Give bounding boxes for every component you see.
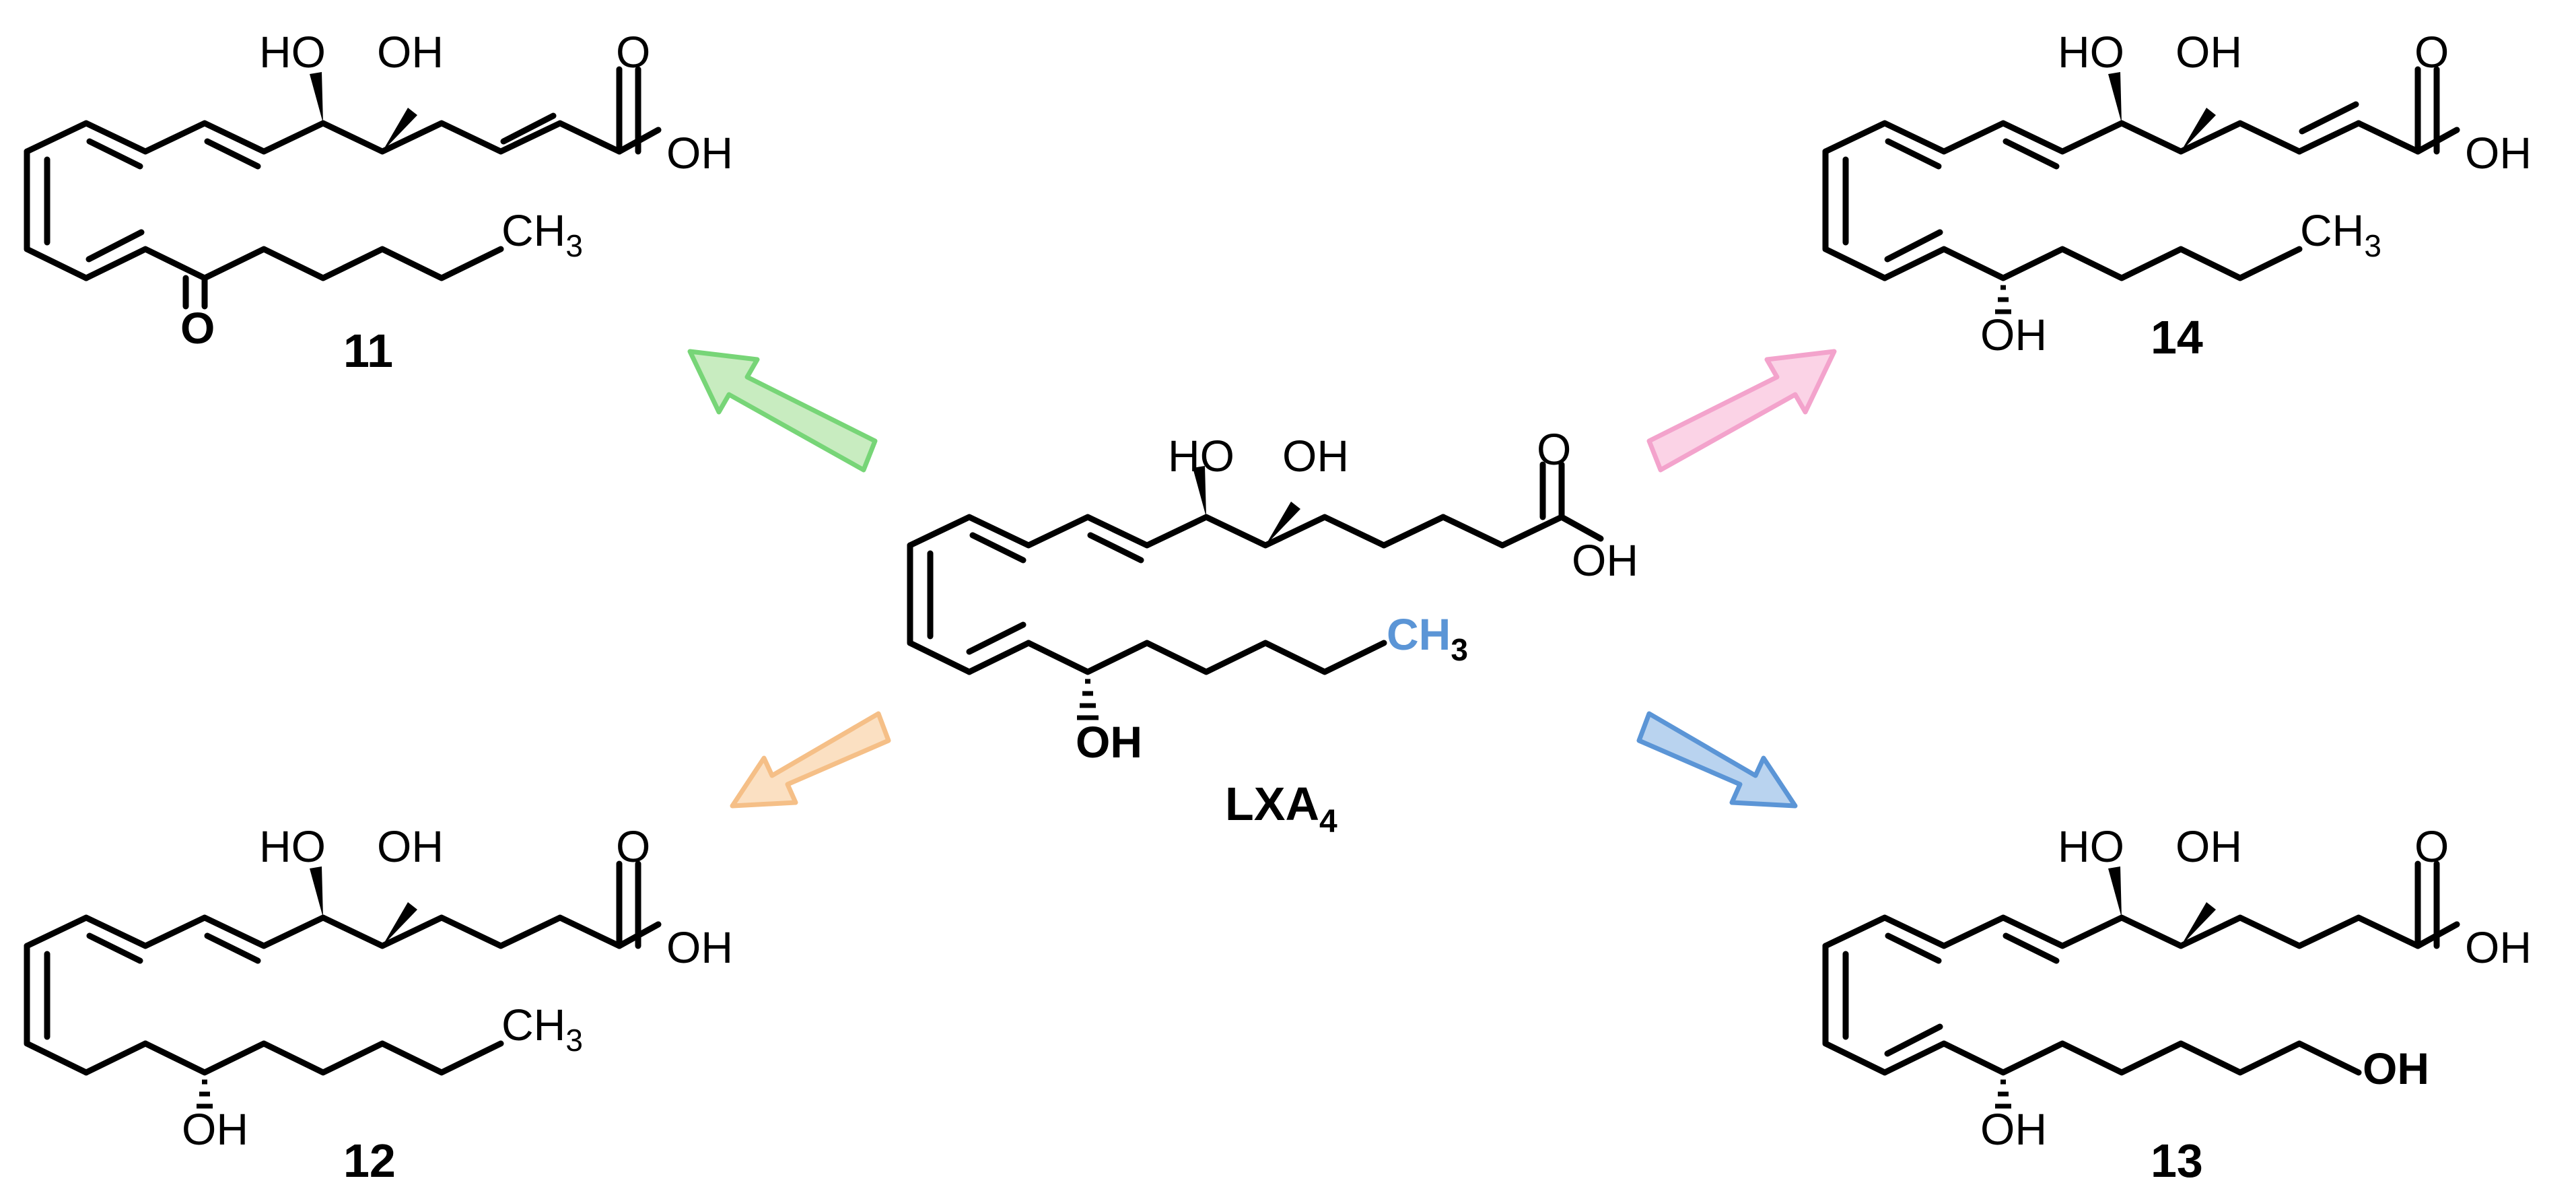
carbonyl-oxygen-label: O	[2414, 27, 2449, 77]
terminal-hydroxyl-label: OH	[2363, 1044, 2429, 1093]
hydroxyl-label: OH	[1980, 1104, 2047, 1154]
molecule-12: HO OH O OH OH CH3 12	[24, 821, 733, 1187]
methyl-label: CH3	[2300, 205, 2381, 263]
methyl-label: CH3	[1387, 609, 1468, 667]
hydroxyl-label: OH	[377, 27, 444, 77]
arrow-to-13-shape	[1636, 711, 1798, 809]
wedge-bond	[1193, 466, 1206, 517]
wedge-bond	[2181, 902, 2216, 946]
compound-label: 13	[2151, 1134, 2203, 1187]
carbonyl-oxygen-label: O	[1537, 424, 1571, 474]
arrow-to-14	[1646, 349, 1837, 473]
wedge-bond	[2181, 108, 2216, 151]
ketone-oxygen-label: O	[180, 303, 215, 353]
wedge-bond	[382, 108, 417, 151]
hydroxyl-label: HO	[2058, 27, 2124, 77]
wedge-bond	[1265, 502, 1300, 545]
compound-label: 12	[343, 1134, 396, 1187]
compound-label: 14	[2151, 311, 2203, 364]
molecule-14: HO OH O OH OH CH3 14	[1822, 27, 2532, 364]
carbonyl-oxygen-label: O	[616, 27, 650, 77]
molecule-13: HO OH O OH OH OH 13	[1822, 821, 2532, 1187]
hash-bond	[1995, 285, 2011, 314]
hash-bond	[197, 1079, 213, 1109]
molecule-lxa4: HO OH O OH CH3 OH LXA4	[907, 424, 1638, 840]
hydroxyl-label: OH	[2175, 821, 2242, 871]
carbonyl-oxygen-label: O	[616, 821, 650, 871]
arrow-to-11	[687, 349, 878, 473]
wedge-bond	[2108, 866, 2122, 918]
hydroxyl-label: OH	[1076, 717, 1142, 767]
arrow-to-14-shape	[1646, 349, 1837, 473]
hydroxyl-label: OH	[182, 1104, 248, 1154]
carbonyl-oxygen-label: O	[2414, 821, 2449, 871]
wedge-bond	[310, 72, 323, 123]
hydroxyl-label: HO	[259, 27, 326, 77]
wedge-bond	[310, 866, 323, 918]
hydroxyl-label: OH	[1980, 310, 2047, 360]
hydroxyl-label: HO	[259, 821, 326, 871]
hydroxyl-label: HO	[2058, 821, 2124, 871]
hydroxyl-label: OH	[2175, 27, 2242, 77]
hydroxyl-label: OH	[377, 821, 444, 871]
acid-hydroxyl-label: OH	[1572, 535, 1638, 585]
acid-hydroxyl-label: OH	[666, 922, 733, 972]
compound-name: LXA4	[1225, 778, 1337, 840]
hash-bond	[1077, 679, 1099, 720]
methyl-label: CH3	[501, 1000, 583, 1058]
hydroxyl-label: OH	[1282, 431, 1349, 481]
compound-label: 11	[343, 325, 393, 377]
wedge-bond	[2108, 72, 2122, 123]
wedge-bond	[382, 902, 417, 946]
molecule-11: HO OH O OH O CH3 11	[24, 27, 733, 377]
acid-hydroxyl-label: OH	[666, 128, 733, 178]
hydroxyl-label: HO	[1168, 431, 1234, 481]
methyl-label: CH3	[501, 205, 583, 263]
arrow-to-12-shape	[730, 711, 891, 809]
arrow-to-13	[1636, 711, 1798, 809]
acid-hydroxyl-label: OH	[2465, 922, 2532, 972]
arrow-to-12	[730, 711, 891, 809]
hash-bond	[1995, 1079, 2011, 1109]
acid-hydroxyl-label: OH	[2465, 128, 2532, 178]
arrow-to-11-shape	[687, 349, 878, 473]
